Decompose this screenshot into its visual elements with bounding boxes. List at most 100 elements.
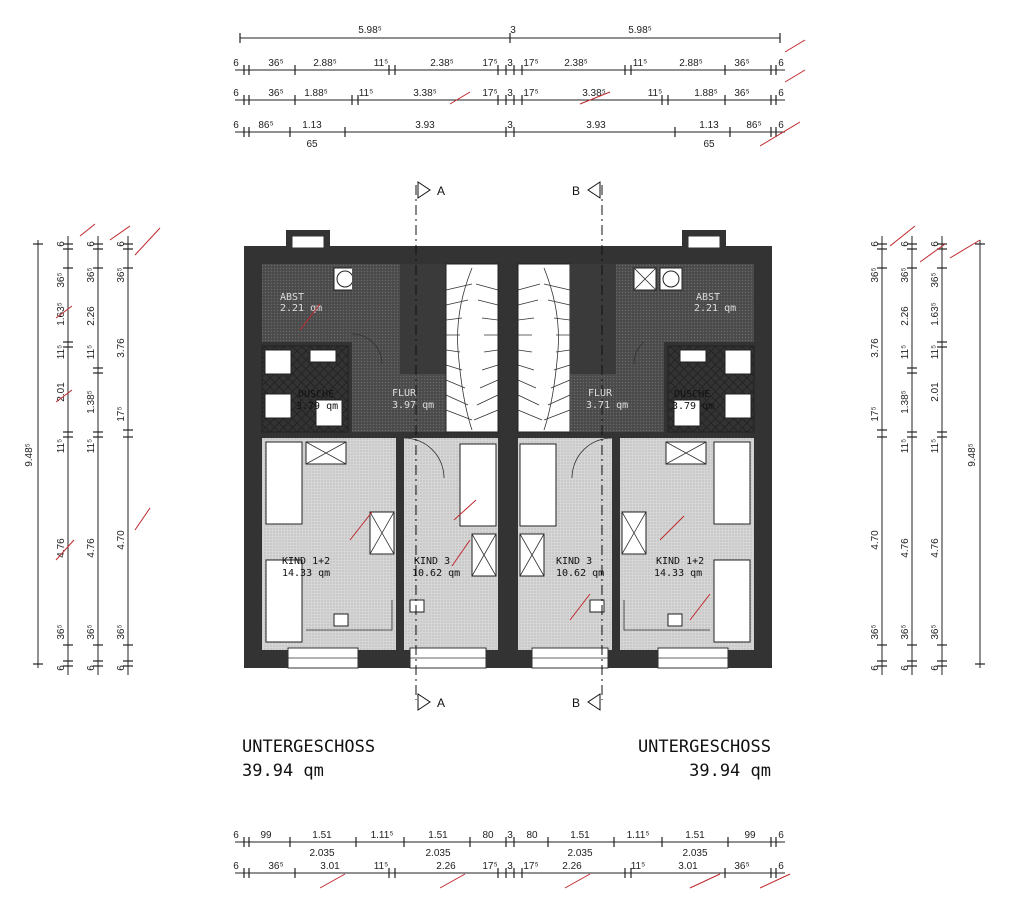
dim-top-r4-sub-1: 65: [703, 139, 715, 150]
room-left-kind3-area: 10.62 qm: [412, 568, 460, 579]
dim-bottom-r1-sub-1: 2.035: [425, 848, 450, 859]
dim-top-r3-5: 17⁵: [482, 88, 497, 99]
section-markers: A B A B: [415, 181, 603, 711]
dim-left-c2-7: 36⁵: [86, 624, 97, 639]
dim-left-c1-3: 11⁵: [56, 345, 67, 360]
dim-left-c2-6: 4.76: [86, 538, 97, 558]
dim-right-c1-0: 6: [870, 241, 881, 247]
dim-top-r2-2: 2.88⁵: [313, 58, 337, 69]
room-right-flur-name: FLUR: [588, 388, 613, 399]
dim-left-c1-5: 11⁵: [56, 439, 67, 454]
dim-top-r3-3: 11⁵: [359, 88, 374, 99]
dim-right-c3-6: 4.76: [930, 538, 941, 558]
dim-top-r2-3: 11⁵: [374, 58, 389, 69]
dim-top-r3-6: 3: [507, 88, 513, 99]
dim-left-c2-3: 11⁵: [86, 345, 97, 360]
dim-bottom-r1-5: 80: [482, 830, 494, 841]
dim-top-r4-5: 3.93: [586, 120, 606, 131]
dim-right-c2-1: 36⁵: [900, 267, 911, 282]
dim-left-overall: 9.48⁵: [24, 443, 35, 467]
building-outline: [244, 230, 772, 669]
room-left-abst-area: 2.21 qm: [280, 303, 322, 314]
dim-top-r1-0: 5.98⁵: [358, 25, 382, 36]
dim-bottom-r2-10: 3.01: [678, 861, 698, 872]
dim-top-r3-1: 36⁵: [268, 88, 283, 99]
dim-bottom-r2-2: 3.01: [320, 861, 340, 872]
dim-left-c1-4: 2.01: [56, 382, 67, 402]
dim-left-c2-1: 36⁵: [86, 267, 97, 282]
dim-bottom-r1-sub-3: 2.035: [682, 848, 707, 859]
dim-right-c2-4: 1.38⁵: [900, 390, 911, 414]
room-left-dusche-name: DUSCHE: [298, 389, 334, 400]
dim-top-r2-12: 6: [778, 58, 784, 69]
left-dimensions: 9.48⁵ 6 36⁵ 1.63⁵ 11⁵ 2.01 11: [24, 223, 161, 675]
dim-bottom-r1-6: 3: [507, 830, 513, 841]
room-right-abst-area: 2.21 qm: [694, 303, 736, 314]
dim-top-r3-4: 3.38⁵: [413, 88, 437, 99]
room-labels: ABST 2.21 qm DUSCHE 3.79 qm FLUR 3.97 qm…: [280, 292, 736, 621]
dim-top-r4-0: 6: [233, 120, 239, 131]
floor-titles: UNTERGESCHOSS 39.94 qm UNTERGESCHOSS 39.…: [242, 737, 771, 781]
dim-top-r2-5: 17⁵: [482, 58, 497, 69]
dim-bottom-r1-4: 1.51: [428, 830, 448, 841]
dim-top-r3-9: 11⁵: [648, 88, 663, 99]
dim-right-c2-8: 6: [900, 665, 911, 671]
dim-left-c2-4: 1.38⁵: [86, 390, 97, 414]
dim-bottom-r1-9: 1.11⁵: [627, 830, 650, 841]
dim-top-r4-3: 3.93: [415, 120, 435, 131]
title-right-area: 39.94 qm: [689, 761, 771, 781]
dim-top-r4-6: 1.13: [699, 120, 719, 131]
dim-left-c3-6: 6: [116, 665, 127, 671]
dim-bottom-r1-12: 6: [778, 830, 784, 841]
dim-top-r4-7: 86⁵: [746, 120, 761, 131]
dim-right-overall: 9.48⁵: [967, 443, 978, 467]
room-left-kind3-name: KIND 3: [414, 556, 450, 567]
dim-top-r3-8: 3.38⁵: [582, 88, 606, 99]
dim-bottom-r1-sub-2: 2.035: [567, 848, 592, 859]
room-left-kind12-name: KIND 1+2: [282, 556, 330, 567]
dim-left-c1-1: 36⁵: [56, 272, 67, 287]
dim-left-c2-8: 6: [86, 665, 97, 671]
dim-top-r4-2: 1.13: [302, 120, 322, 131]
title-right-name: UNTERGESCHOSS: [638, 737, 771, 757]
dim-bottom-r1-8: 1.51: [570, 830, 590, 841]
dim-left-c3-4: 4.70: [116, 530, 127, 550]
dim-bottom-r1-sub-0: 2.035: [309, 848, 334, 859]
dim-left-c3-5: 36⁵: [116, 624, 127, 639]
dim-right-c1-3: 17⁵: [870, 406, 881, 421]
dim-right-c2-7: 36⁵: [900, 624, 911, 639]
dim-left-c3-3: 17⁵: [116, 406, 127, 421]
dim-right-c3-0: 6: [930, 241, 941, 247]
dim-top-r2-0: 6: [233, 58, 239, 69]
dim-bottom-r2-5: 17⁵: [482, 861, 497, 872]
dim-right-c1-2: 3.76: [870, 338, 881, 358]
dim-top-r2-10: 2.88⁵: [679, 58, 703, 69]
dim-top-r3-11: 36⁵: [734, 88, 749, 99]
dim-top-r3-12: 6: [778, 88, 784, 99]
dim-left-c2-0: 6: [86, 241, 97, 247]
room-right-kind3-area: 10.62 qm: [556, 568, 604, 579]
dim-bottom-r1-1: 99: [260, 830, 272, 841]
dim-right-c3-2: 1.63⁵: [930, 302, 941, 326]
dim-left-c2-2: 2.26: [86, 306, 97, 326]
room-left-flur-area: 3.97 qm: [392, 400, 434, 411]
dim-right-c3-4: 2.01: [930, 382, 941, 402]
dim-bottom-r2-8: 2.26: [562, 861, 582, 872]
title-left-name: UNTERGESCHOSS: [242, 737, 375, 757]
room-right-kind12-name: KIND 1+2: [656, 556, 704, 567]
dim-left-c1-7: 36⁵: [56, 624, 67, 639]
dim-left-c3-2: 3.76: [116, 338, 127, 358]
dim-bottom-r1-10: 1.51: [685, 830, 705, 841]
dim-left-c3-1: 36⁵: [116, 267, 127, 282]
dim-right-c2-3: 11⁵: [900, 345, 911, 360]
dim-top-r2-9: 11⁵: [633, 58, 648, 69]
dim-bottom-r1-0: 6: [233, 830, 239, 841]
dim-bottom-r2-4: 2.26: [436, 861, 456, 872]
dim-left-c1-6: 4.76: [56, 538, 67, 558]
room-left-flur-name: FLUR: [392, 388, 417, 399]
dim-bottom-r1-7: 80: [526, 830, 538, 841]
section-b-bottom: B: [572, 696, 580, 710]
dim-top-r2-11: 36⁵: [734, 58, 749, 69]
room-right-dusche-name: DUSCHE: [674, 389, 710, 400]
